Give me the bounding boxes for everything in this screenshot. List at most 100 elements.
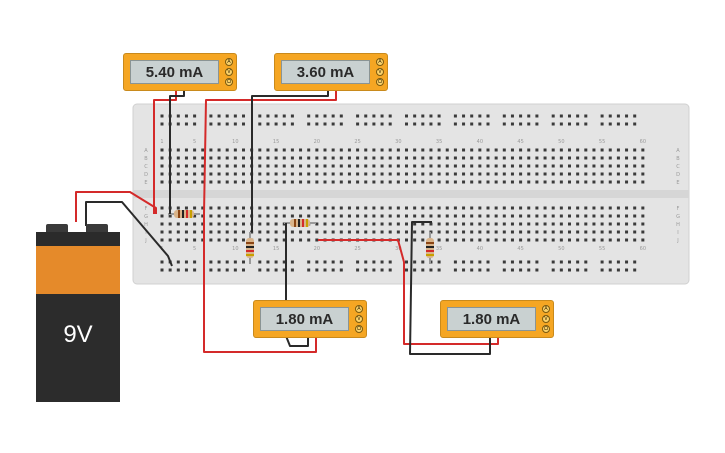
breadboard-hole[interactable]	[429, 172, 433, 176]
breadboard-hole[interactable]	[437, 222, 441, 226]
breadboard-hole[interactable]	[242, 164, 245, 168]
breadboard-hole[interactable]	[274, 172, 278, 176]
breadboard-hole[interactable]	[478, 156, 482, 160]
breadboard-hole[interactable]	[258, 238, 262, 242]
breadboard-hole[interactable]	[282, 206, 286, 210]
breadboard-hole[interactable]	[625, 214, 629, 218]
breadboard-hole[interactable]	[510, 156, 514, 160]
multimeter-4[interactable]: 1.80 mA A V Ω	[440, 300, 554, 338]
breadboard-hole[interactable]	[331, 268, 335, 272]
breadboard-hole[interactable]	[421, 268, 425, 272]
mode-a-knob[interactable]: A	[542, 305, 550, 313]
breadboard-hole[interactable]	[193, 260, 197, 264]
breadboard-hole[interactable]	[372, 164, 376, 168]
breadboard-hole[interactable]	[421, 172, 425, 176]
breadboard-hole[interactable]	[633, 238, 637, 242]
breadboard-hole[interactable]	[209, 180, 213, 184]
breadboard-hole[interactable]	[274, 148, 278, 152]
breadboard-hole[interactable]	[233, 268, 237, 272]
breadboard-hole[interactable]	[388, 156, 392, 160]
breadboard-hole[interactable]	[307, 172, 311, 176]
breadboard-hole[interactable]	[184, 230, 188, 234]
wire-m4-black[interactable]	[409, 221, 491, 355]
breadboard-hole[interactable]	[519, 222, 523, 226]
breadboard-hole[interactable]	[396, 148, 400, 152]
breadboard-hole[interactable]	[405, 260, 408, 264]
breadboard-hole[interactable]	[625, 268, 629, 272]
breadboard-hole[interactable]	[315, 230, 319, 234]
breadboard-hole[interactable]	[584, 122, 588, 126]
breadboard-hole[interactable]	[274, 156, 278, 160]
breadboard-hole[interactable]	[217, 180, 221, 184]
breadboard-hole[interactable]	[356, 268, 360, 272]
breadboard-hole[interactable]	[421, 114, 425, 118]
breadboard-hole[interactable]	[339, 164, 343, 168]
breadboard-hole[interactable]	[266, 238, 270, 242]
breadboard-hole[interactable]	[299, 164, 303, 168]
breadboard-hole[interactable]	[209, 214, 213, 218]
breadboard-hole[interactable]	[388, 172, 392, 176]
breadboard-hole[interactable]	[462, 172, 466, 176]
breadboard-hole[interactable]	[543, 214, 547, 218]
breadboard-hole[interactable]	[641, 180, 645, 184]
breadboard-hole[interactable]	[356, 206, 360, 210]
breadboard-hole[interactable]	[527, 180, 531, 184]
breadboard-hole[interactable]	[184, 114, 188, 118]
breadboard-hole[interactable]	[502, 164, 506, 168]
breadboard-hole[interactable]	[576, 164, 580, 168]
breadboard-hole[interactable]	[625, 122, 629, 126]
breadboard-hole[interactable]	[339, 260, 343, 264]
breadboard-hole[interactable]	[568, 148, 571, 152]
breadboard-hole[interactable]	[625, 156, 629, 160]
breadboard-hole[interactable]	[462, 180, 466, 184]
breadboard-hole[interactable]	[502, 156, 506, 160]
breadboard-hole[interactable]	[462, 122, 466, 126]
breadboard-hole[interactable]	[502, 148, 506, 152]
breadboard-hole[interactable]	[478, 260, 482, 264]
breadboard-hole[interactable]	[347, 206, 351, 210]
breadboard-hole[interactable]	[331, 114, 335, 118]
breadboard-hole[interactable]	[347, 156, 351, 160]
breadboard-hole[interactable]	[225, 180, 229, 184]
breadboard-hole[interactable]	[445, 214, 449, 218]
breadboard-hole[interactable]	[315, 114, 319, 118]
breadboard-hole[interactable]	[356, 180, 360, 184]
breadboard-hole[interactable]	[176, 206, 180, 210]
breadboard-hole[interactable]	[339, 122, 343, 126]
breadboard-hole[interactable]	[462, 114, 466, 118]
breadboard-hole[interactable]	[421, 180, 425, 184]
breadboard-hole[interactable]	[592, 222, 596, 226]
breadboard-hole[interactable]	[201, 164, 205, 168]
breadboard-hole[interactable]	[592, 180, 596, 184]
breadboard-hole[interactable]	[625, 238, 629, 242]
breadboard-hole[interactable]	[258, 214, 262, 218]
breadboard-hole[interactable]	[559, 230, 563, 234]
breadboard-hole[interactable]	[494, 206, 498, 210]
breadboard-hole[interactable]	[396, 164, 400, 168]
breadboard-hole[interactable]	[437, 122, 441, 126]
breadboard-hole[interactable]	[625, 180, 629, 184]
breadboard-hole[interactable]	[600, 122, 604, 126]
breadboard-hole[interactable]	[559, 214, 563, 218]
breadboard-hole[interactable]	[478, 222, 482, 226]
breadboard-hole[interactable]	[176, 238, 180, 242]
breadboard-hole[interactable]	[299, 214, 303, 218]
breadboard-hole[interactable]	[453, 122, 457, 126]
breadboard-hole[interactable]	[608, 214, 612, 218]
breadboard-hole[interactable]	[592, 164, 596, 168]
breadboard-hole[interactable]	[315, 172, 319, 176]
breadboard-hole[interactable]	[274, 122, 278, 126]
breadboard-hole[interactable]	[388, 206, 392, 210]
breadboard-hole[interactable]	[160, 148, 164, 152]
breadboard-hole[interactable]	[217, 114, 221, 118]
breadboard-hole[interactable]	[510, 164, 514, 168]
breadboard-hole[interactable]	[584, 172, 588, 176]
breadboard-hole[interactable]	[527, 156, 531, 160]
breadboard-hole[interactable]	[184, 172, 188, 176]
breadboard-hole[interactable]	[307, 114, 311, 118]
breadboard-hole[interactable]	[437, 148, 441, 152]
breadboard-hole[interactable]	[380, 230, 384, 234]
breadboard-hole[interactable]	[168, 238, 172, 242]
breadboard-hole[interactable]	[486, 268, 490, 272]
resistor-r2[interactable]	[246, 232, 254, 264]
